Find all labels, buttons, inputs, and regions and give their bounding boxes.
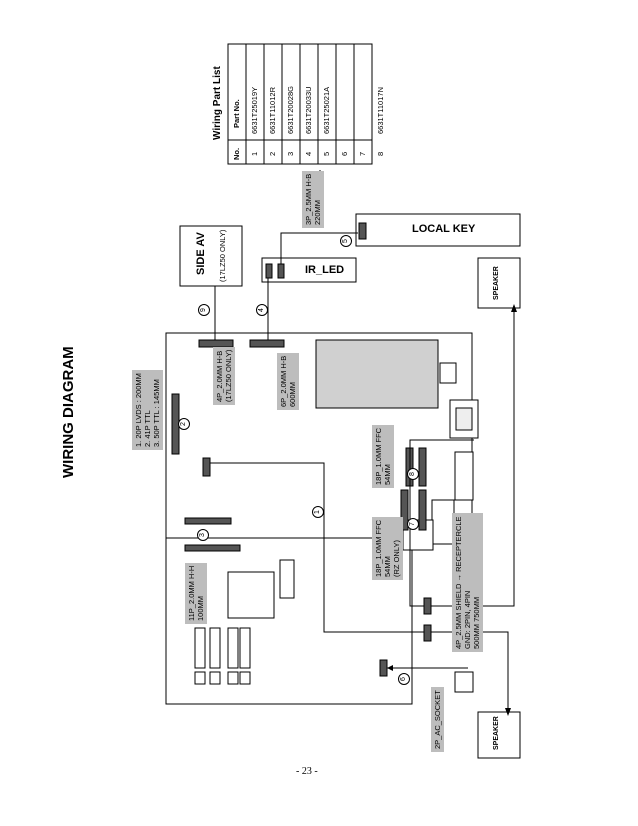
- part-row-no: 1: [250, 151, 259, 156]
- local-key-label: LOCAL KEY: [412, 223, 476, 235]
- callout-3: 3: [197, 529, 209, 541]
- part-row-part: 6631T20033U: [304, 86, 313, 134]
- part-list-header-no: No.: [232, 147, 241, 160]
- speaker-bottom-label: SPEAKER: [493, 716, 500, 750]
- part-row-no: 7: [358, 151, 367, 156]
- part-row-part: 6631T25021A: [322, 86, 331, 134]
- callout-1: 1: [312, 506, 324, 518]
- part-row-no: 8: [376, 151, 385, 156]
- callout-7: 7: [407, 518, 419, 530]
- cable-label-9: 4P_2.0MM H-B(17LZ50 ONLY): [213, 346, 235, 405]
- speaker-top-label: SPEAKER: [493, 266, 500, 300]
- callout-8: 8: [407, 468, 419, 480]
- ir-led-label: IR_LED: [305, 264, 345, 276]
- part-list-title: Wiring Part List: [212, 66, 223, 140]
- callout-2: 2: [178, 418, 190, 430]
- part-row-part: 6631T11017N: [376, 87, 385, 134]
- part-row-part: 6631T20028G: [286, 86, 295, 134]
- part-row-no: 3: [286, 151, 295, 156]
- page-number: - 23 -: [296, 766, 318, 777]
- side-av-label: SIDE AV: [195, 232, 207, 275]
- cable-label-ac-socket: 2P_AC_SOCKET: [431, 687, 444, 752]
- callout-4: 4: [256, 304, 268, 316]
- part-row-no: 4: [304, 151, 313, 156]
- part-row-no: 2: [268, 151, 277, 156]
- part-row-no: 6: [340, 151, 349, 156]
- part-row-part: 6631T25019Y: [250, 86, 259, 134]
- part-row-part: 6631T11012R: [268, 87, 277, 134]
- callout-9: 9: [198, 304, 210, 316]
- part-list-header-part: Part No.: [232, 99, 241, 128]
- callout-6: 6: [398, 673, 410, 685]
- side-av-note: (17LZ50 ONLY): [218, 229, 227, 282]
- part-row-no: 5: [322, 151, 331, 156]
- callout-5: 5: [340, 235, 352, 247]
